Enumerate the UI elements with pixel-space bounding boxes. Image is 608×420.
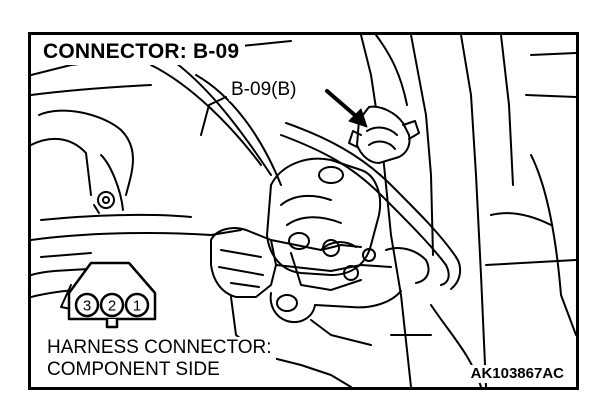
pin-3: [74, 292, 100, 318]
harness-connector-icon: 3 2 1: [67, 261, 157, 329]
harness-connector-caption: HARNESS CONNECTOR: COMPONENT SIDE: [45, 337, 276, 381]
lower-assembly: [210, 227, 430, 387]
pin-1: [124, 292, 150, 318]
pin-2-label: 2: [108, 298, 116, 315]
callout-leader-line: [200, 96, 227, 136]
pin-1-label: 1: [133, 298, 141, 315]
hose: [280, 122, 462, 290]
pin-3-label: 3: [83, 298, 91, 315]
target-connector-b09: [348, 105, 420, 164]
connector-title: CONNECTOR: B-09: [37, 39, 246, 65]
caption-line-2: COMPONENT SIDE: [47, 359, 220, 380]
engine-compartment-illustration: 3 2 1: [31, 35, 576, 387]
diagram-frame: 3 2 1 CONNECTOR: B-09 B-09(B) HARNESS CO…: [28, 32, 579, 390]
caption-line-1: HARNESS CONNECTOR:: [47, 337, 272, 358]
right-panels: [360, 35, 576, 387]
figure-code: AK103867AC: [468, 365, 566, 383]
pin-2: [99, 292, 125, 318]
pointer-arrow-icon: [325, 89, 368, 128]
callout-label: B-09(B): [229, 79, 299, 101]
